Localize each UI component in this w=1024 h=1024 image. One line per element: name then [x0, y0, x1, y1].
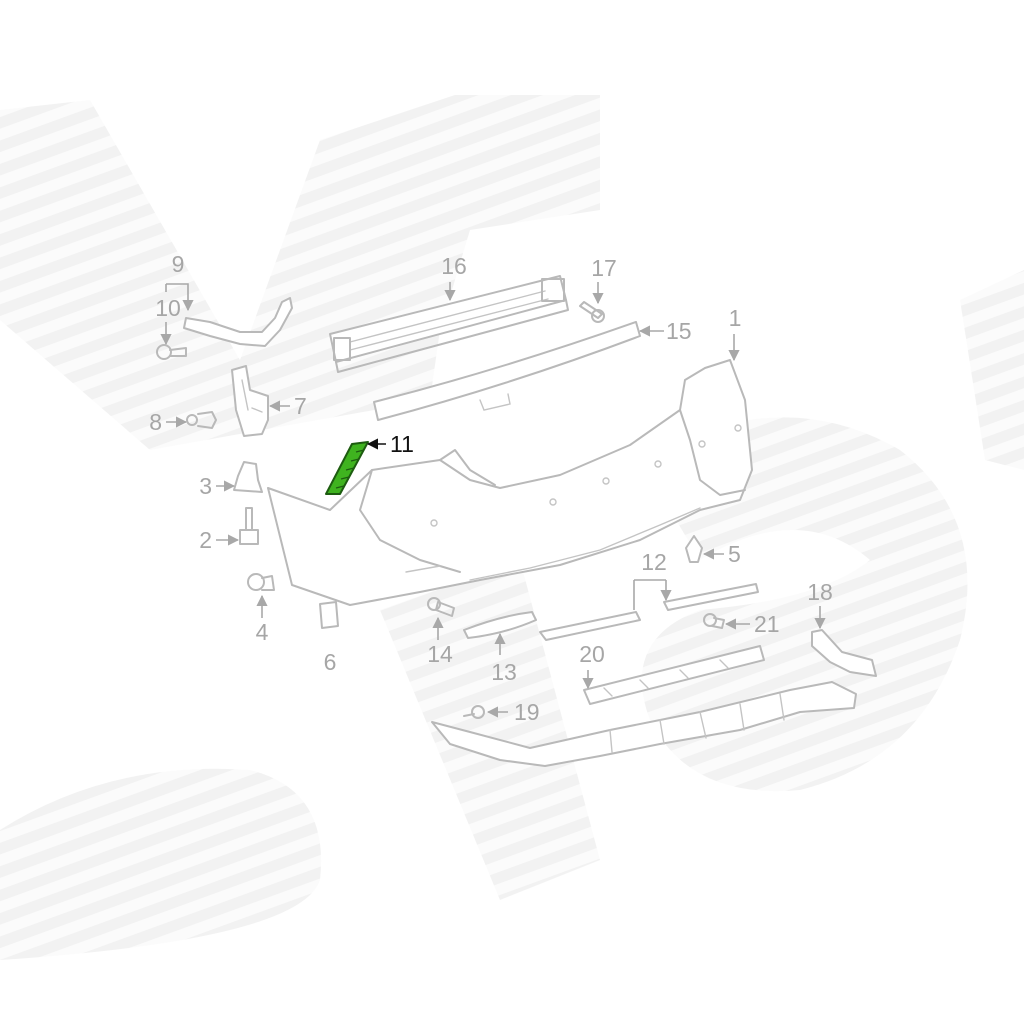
part-11-highlighted — [325, 441, 369, 495]
callout-12: 12 — [641, 549, 667, 575]
part-12-moldings — [539, 583, 759, 641]
callout-20: 20 — [579, 641, 605, 667]
callout-7: 7 — [294, 393, 307, 419]
callout-4: 4 — [256, 619, 269, 645]
part-20-rail — [583, 645, 765, 705]
callout-10: 10 — [155, 295, 181, 321]
callout-3: 3 — [199, 473, 212, 499]
part-17-bolt — [579, 301, 605, 323]
callouts: 16 17 15 1 9 10 7 8 11 3 2 5 12 4 6 14 1… — [149, 251, 833, 725]
part-16-reinforcement — [329, 275, 569, 373]
part-9-bracket — [183, 297, 293, 347]
part-2-screw — [239, 507, 259, 545]
part-21-bolt — [703, 613, 725, 629]
part-7-bracket — [231, 365, 269, 437]
callout-21: 21 — [754, 611, 780, 637]
callout-17: 17 — [591, 255, 617, 281]
part-14-screw — [427, 597, 455, 617]
part-5-clip — [685, 535, 703, 563]
callout-14: 14 — [427, 641, 453, 667]
callout-1: 1 — [729, 305, 742, 331]
callout-16: 16 — [441, 253, 467, 279]
callout-11: 11 — [390, 431, 414, 457]
leader-lines — [160, 282, 826, 718]
part-18-bracket — [811, 629, 877, 677]
part-6-pad — [319, 601, 339, 629]
callout-6: 6 — [324, 649, 337, 675]
callout-5: 5 — [728, 541, 741, 567]
callout-19: 19 — [514, 699, 540, 725]
part-13-reflector — [463, 611, 537, 639]
part-4-clip — [247, 573, 275, 591]
lower-diffuser — [431, 681, 857, 767]
watermark — [0, 95, 1024, 960]
part-3-retainer — [233, 461, 263, 493]
callout-18: 18 — [807, 579, 833, 605]
callout-9: 9 — [172, 251, 185, 277]
callout-13: 13 — [491, 659, 517, 685]
part-19-clip — [463, 705, 485, 719]
callout-2: 2 — [199, 527, 212, 553]
callout-8: 8 — [149, 409, 162, 435]
callout-15: 15 — [666, 318, 692, 344]
